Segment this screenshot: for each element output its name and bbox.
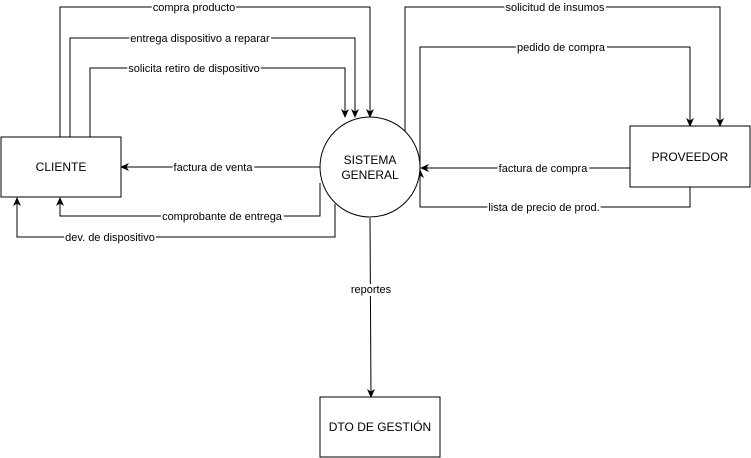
label-bg-entrega-dispositivo — [129, 33, 272, 45]
edge-dev-dispositivo — [13, 197, 336, 238]
edge-reportes — [366, 217, 375, 398]
label-bg-lista-precio — [487, 202, 601, 214]
label-dev-dispositivo: dev. de dispositivo — [65, 232, 155, 244]
dto-gestion-box — [319, 396, 441, 458]
label-factura-compra: factura de compra — [499, 163, 589, 175]
label-lista-precio: lista de precio de prod. — [488, 202, 599, 214]
label-solicita-retiro: solicita retiro de dispositivo — [128, 63, 259, 75]
dto-gestion-label: DTO DE GESTIÓN — [329, 419, 431, 434]
label-pedido-compra: pedido de compra — [517, 42, 606, 54]
label-entrega-dispositivo: entrega dispositivo a reparar — [130, 33, 270, 45]
sistema-label-line2: GENERAL — [341, 168, 399, 182]
label-solicitud-insumos: solicitud de insumos — [505, 2, 605, 14]
label-bg-factura-venta — [172, 162, 255, 174]
label-compra-producto: compra producto — [153, 2, 236, 14]
cliente-label: CLIENTE — [36, 160, 87, 174]
sistema-label-line1: SISTEMA — [344, 153, 397, 167]
label-bg-solicita-retiro — [127, 63, 261, 75]
edge-solicitud-insumos — [404, 6, 724, 132]
edge-entrega-dispositivo — [69, 37, 359, 137]
label-bg-dev-dispositivo — [64, 232, 156, 244]
label-factura-venta: factura de venta — [174, 162, 254, 174]
label-bg-factura-compra — [497, 163, 590, 175]
label-bg-reportes — [349, 284, 393, 296]
label-comprobante-entrega: comprobante de entrega — [162, 211, 283, 223]
label-reportes: reportes — [351, 284, 392, 296]
edge-solicita-retiro — [89, 67, 349, 137]
sistema-general-circle — [319, 116, 421, 218]
label-bg-comprobante-entrega — [161, 211, 284, 223]
label-bg-compra-producto — [151, 2, 237, 14]
edge-labels: compra producto entrega dispositivo a re… — [64, 2, 607, 296]
proveedor-box — [629, 125, 751, 188]
label-bg-solicitud-insumos — [504, 2, 607, 14]
proveedor-label: PROVEEDOR — [652, 150, 729, 164]
cliente-box — [0, 136, 122, 198]
label-bg-pedido-compra — [515, 42, 607, 54]
